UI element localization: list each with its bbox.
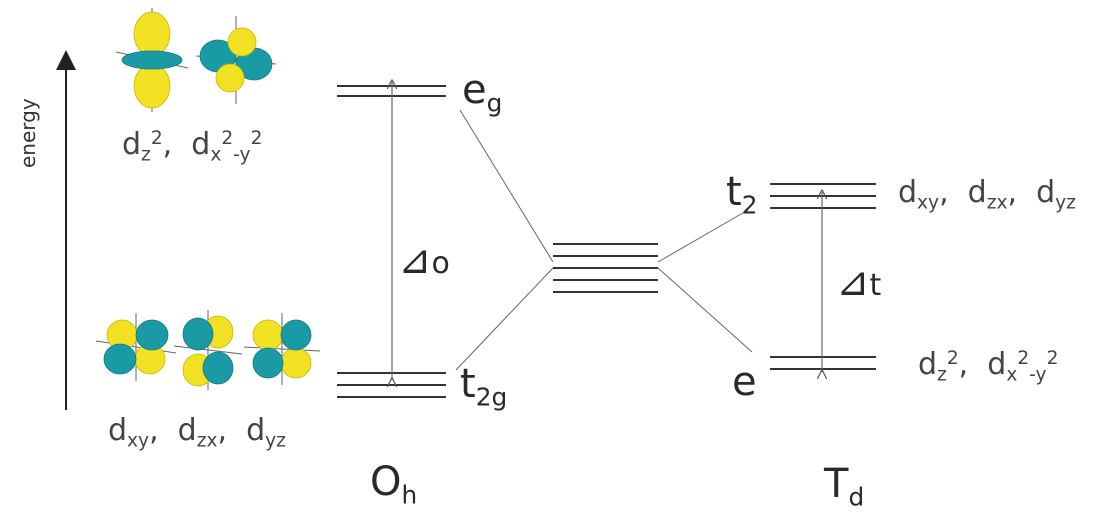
td-delta-label: ⊿t (836, 259, 882, 305)
orbital-dxy-icon (95, 313, 177, 381)
td-symmetry-label: Td (824, 461, 865, 512)
oh-delta-label: ⊿o (398, 237, 450, 283)
td-lower-orbital-labels: dz2, dx2-y2 (918, 347, 1059, 386)
connector-td-e (657, 267, 753, 353)
connector-td-t2 (657, 209, 749, 263)
orbital-dzx-icon (173, 310, 243, 390)
orbital-dyz-icon (243, 313, 321, 385)
energy-axis-label: energy (16, 98, 40, 168)
oh-t2g-label: t2g (460, 361, 508, 412)
td-e-label: e (732, 359, 757, 405)
oh-eg-label: eg (462, 67, 503, 118)
connector-oh-eg (459, 109, 554, 263)
td-t2-label: t2 (726, 169, 758, 220)
connector-oh-t2g (455, 267, 554, 371)
oh-upper-orbital-labels: dz2, dx2-y2 (122, 127, 263, 166)
orbital-dz2-icon (115, 8, 189, 112)
oh-lower-orbital-labels: dxy, dzx, dyz (108, 413, 286, 452)
orbital-dx2y2-icon (195, 16, 277, 104)
td-upper-orbital-labels: dxy, dzx, dyz (898, 175, 1076, 214)
oh-symmetry-label: Oh (370, 459, 418, 510)
